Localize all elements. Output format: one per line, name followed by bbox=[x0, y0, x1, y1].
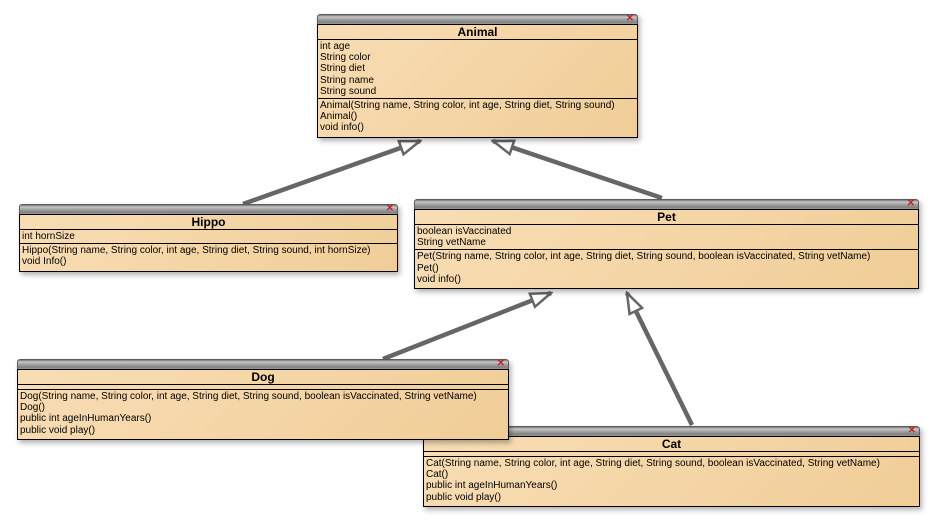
field: int age bbox=[320, 41, 351, 52]
inheritance-arrow-pet-to-animal[interactable] bbox=[493, 138, 663, 201]
inheritance-arrow-dog-to-pet[interactable] bbox=[382, 290, 551, 362]
method: Pet(String name, String color, int age, … bbox=[417, 251, 871, 263]
method: public int ageInHumanYears() bbox=[20, 413, 152, 425]
method: Hippo(String name, String color, int age… bbox=[22, 245, 371, 257]
field: String diet bbox=[320, 63, 366, 75]
class-body: Hippo int hornSize Hippo(String name, St… bbox=[19, 214, 398, 272]
methods-section: Dog(String name, String color, int age, … bbox=[18, 390, 508, 439]
class-box-animal[interactable]: ✕ Animal int age String color String die… bbox=[317, 13, 638, 138]
class-body: Cat Cat(String name, String color, int a… bbox=[423, 436, 920, 507]
methods-section: Hippo(String name, String color, int age… bbox=[20, 244, 397, 270]
class-name: Dog bbox=[18, 370, 508, 385]
inheritance-arrow-hippo-to-animal[interactable] bbox=[242, 138, 420, 207]
method: Animal() bbox=[320, 111, 358, 123]
method: public int ageInHumanYears() bbox=[426, 480, 558, 492]
fields-section: boolean isVaccinated String vetName bbox=[415, 225, 918, 251]
fields-section bbox=[424, 452, 919, 457]
window-titlebar[interactable]: ✕ bbox=[19, 203, 398, 214]
class-body: Pet boolean isVaccinated String vetName … bbox=[414, 209, 919, 290]
close-icon[interactable]: ✕ bbox=[625, 13, 634, 24]
class-name: Pet bbox=[415, 210, 918, 225]
field: String vetName bbox=[417, 237, 486, 249]
method: Cat() bbox=[426, 469, 449, 481]
class-body: Animal int age String color String diet … bbox=[317, 24, 638, 138]
method: Animal(String name, String color, int ag… bbox=[320, 100, 615, 112]
close-icon[interactable]: ✕ bbox=[496, 358, 505, 369]
inheritance-arrow-cat-to-pet[interactable] bbox=[624, 293, 695, 426]
class-name: Hippo bbox=[20, 215, 397, 230]
close-icon[interactable]: ✕ bbox=[907, 425, 916, 436]
class-box-pet[interactable]: ✕ Pet boolean isVaccinated String vetNam… bbox=[414, 198, 919, 290]
field: String name bbox=[320, 74, 374, 86]
class-name: Animal bbox=[318, 25, 637, 40]
method: Dog(String name, String color, int age, … bbox=[20, 391, 477, 402]
fields-section: int age String color String diet String … bbox=[318, 40, 637, 100]
method: Cat(String name, String color, int age, … bbox=[426, 458, 880, 469]
window-titlebar[interactable]: ✕ bbox=[317, 13, 638, 24]
window-titlebar[interactable]: ✕ bbox=[17, 358, 509, 369]
methods-section: Pet(String name, String color, int age, … bbox=[415, 250, 918, 288]
field: String color bbox=[320, 52, 371, 64]
field: String sound bbox=[320, 85, 377, 97]
method: void info() bbox=[417, 273, 461, 285]
class-name: Cat bbox=[424, 437, 919, 452]
class-body: Dog Dog(String name, String color, int a… bbox=[17, 369, 509, 440]
method: public void play() bbox=[20, 424, 96, 436]
methods-section: Animal(String name, String color, int ag… bbox=[318, 99, 637, 137]
methods-section: Cat(String name, String color, int age, … bbox=[424, 457, 919, 506]
field: boolean isVaccinated bbox=[417, 226, 512, 237]
method: void Info() bbox=[22, 256, 67, 268]
fields-section bbox=[18, 385, 508, 390]
close-icon[interactable]: ✕ bbox=[385, 203, 394, 214]
close-icon[interactable]: ✕ bbox=[906, 198, 915, 209]
method: Dog() bbox=[20, 402, 46, 414]
window-titlebar[interactable]: ✕ bbox=[414, 198, 919, 209]
class-box-hippo[interactable]: ✕ Hippo int hornSize Hippo(String name, … bbox=[19, 203, 398, 272]
class-box-dog[interactable]: ✕ Dog Dog(String name, String color, int… bbox=[17, 358, 509, 440]
field: int hornSize bbox=[22, 231, 75, 242]
method: public void play() bbox=[426, 491, 502, 503]
method: void info() bbox=[320, 122, 364, 134]
method: Pet() bbox=[417, 262, 439, 274]
class-box-cat[interactable]: ✕ Cat Cat(String name, String color, int… bbox=[423, 425, 920, 507]
fields-section: int hornSize bbox=[20, 230, 397, 245]
